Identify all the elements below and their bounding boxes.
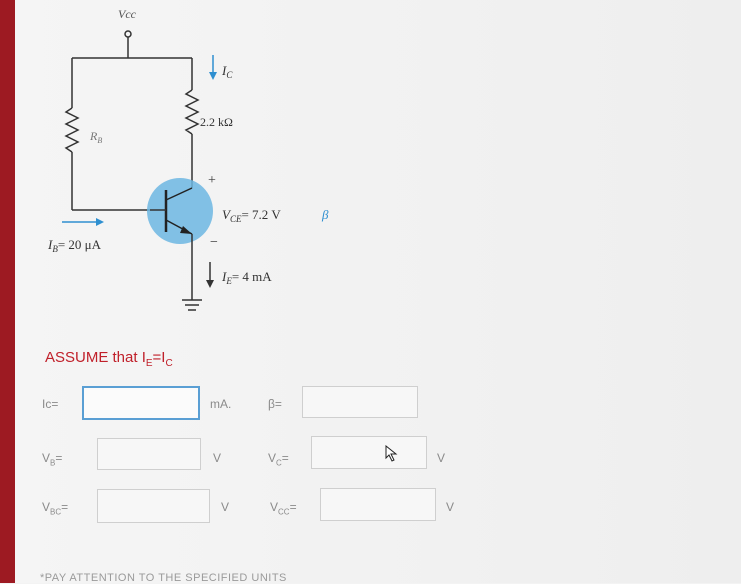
ie-label: IE= 4 mA: [221, 269, 272, 286]
assume-statement: ASSUME that IE=IC: [45, 349, 173, 369]
vcc-terminal: [124, 30, 132, 38]
mouse-cursor-icon: [385, 445, 398, 462]
vb-field-label: VB=: [42, 451, 63, 468]
ic-arrow-head: [209, 72, 217, 80]
ib-arrow-head: [96, 218, 104, 226]
rb-resistor: [64, 107, 80, 153]
vbc-field-label: VBC=: [42, 500, 69, 517]
rb-label: RB: [89, 129, 102, 145]
ic-label: IC: [221, 63, 233, 80]
transistor-body: [147, 178, 213, 244]
beta-symbol: β: [321, 207, 329, 222]
vc-field-label: VC=: [268, 451, 289, 468]
circuit-diagram: Vcc RB IB= 20 μA 2.2 kΩ IC + − VCE= 7.2 …: [47, 7, 329, 311]
left-edge-bar: [0, 0, 15, 583]
vcc-input[interactable]: [320, 488, 436, 521]
ic-field-label: Ic=: [42, 397, 59, 411]
footer-note: *PAY ATTENTION TO THE SPECIFIED UNITS: [40, 572, 287, 584]
vce-plus-sign: +: [208, 173, 216, 188]
rc-value-label: 2.2 kΩ: [200, 115, 233, 129]
beta-field-label: β=: [268, 397, 282, 411]
emitter-arrow-icon: [180, 226, 192, 234]
vce-minus-sign: −: [210, 235, 218, 250]
vce-label: VCE= 7.2 V: [222, 207, 281, 224]
ic-input[interactable]: [82, 386, 200, 420]
vb-input[interactable]: [97, 438, 201, 470]
rc-resistor: [184, 89, 200, 135]
transistor-collector-lead: [165, 187, 193, 201]
ic-unit: mA.: [210, 397, 232, 411]
vcc-label: Vcc: [118, 7, 137, 21]
ib-label: IB= 20 μA: [47, 237, 102, 254]
vbc-unit: V: [221, 500, 230, 514]
vb-unit: V: [213, 451, 222, 465]
vcc-field-label: VCC=: [270, 500, 297, 517]
vc-input[interactable]: [311, 436, 427, 469]
ie-arrow-head: [206, 280, 214, 288]
vcc-unit: V: [446, 500, 455, 514]
worksheet-page: [15, 0, 741, 583]
vc-unit: V: [437, 451, 446, 465]
beta-input[interactable]: [302, 386, 418, 418]
vbc-input[interactable]: [97, 489, 210, 523]
